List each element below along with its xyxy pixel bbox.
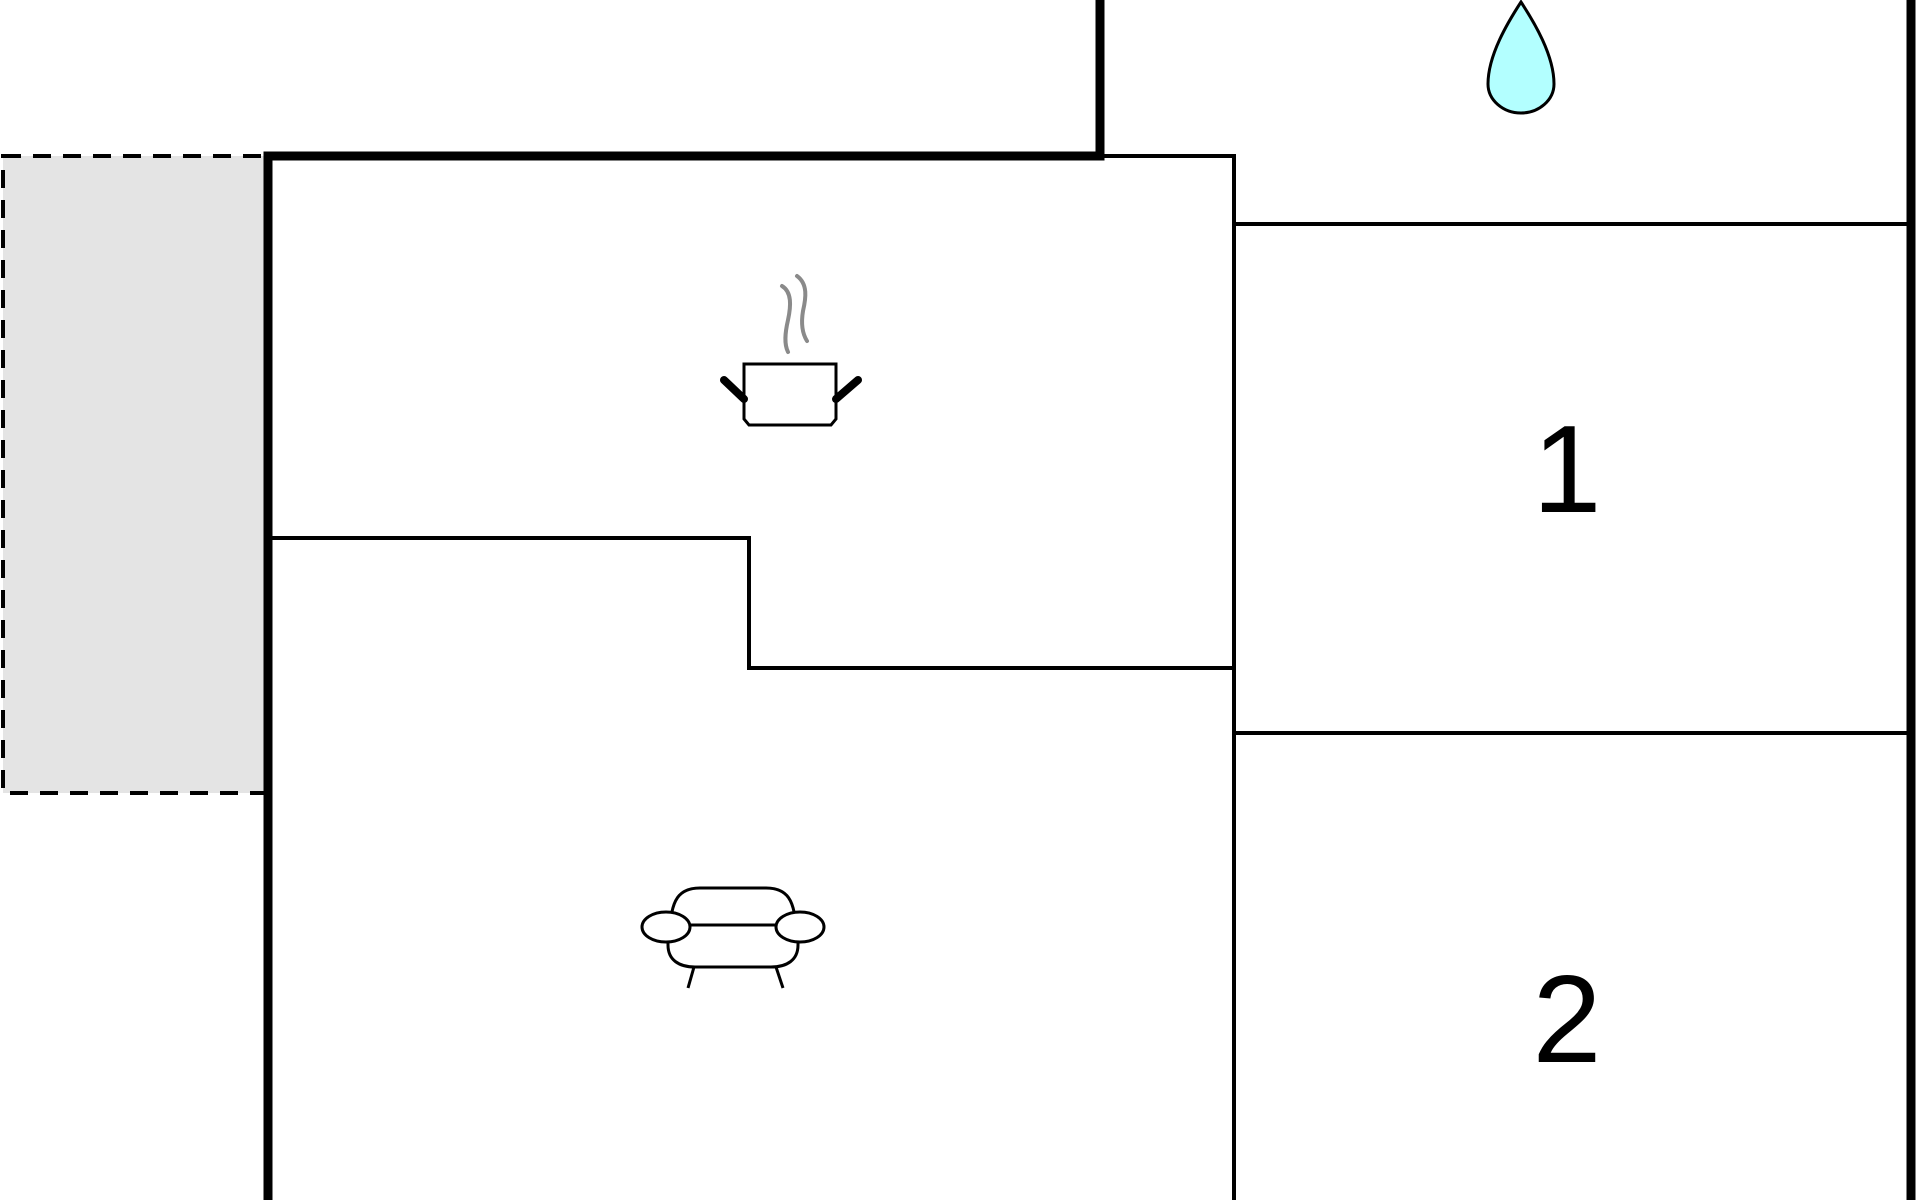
bedroom-1-label: 1 — [1533, 401, 1602, 539]
sofa-icon — [640, 886, 826, 989]
exterior-walls — [263, 0, 1916, 1200]
terrace-area — [1, 154, 269, 795]
cooking-pot-icon — [720, 274, 862, 427]
water-drop-icon — [1486, 0, 1556, 115]
bedroom-2-label: 2 — [1533, 951, 1602, 1089]
interior-walls — [268, 154, 1911, 1200]
